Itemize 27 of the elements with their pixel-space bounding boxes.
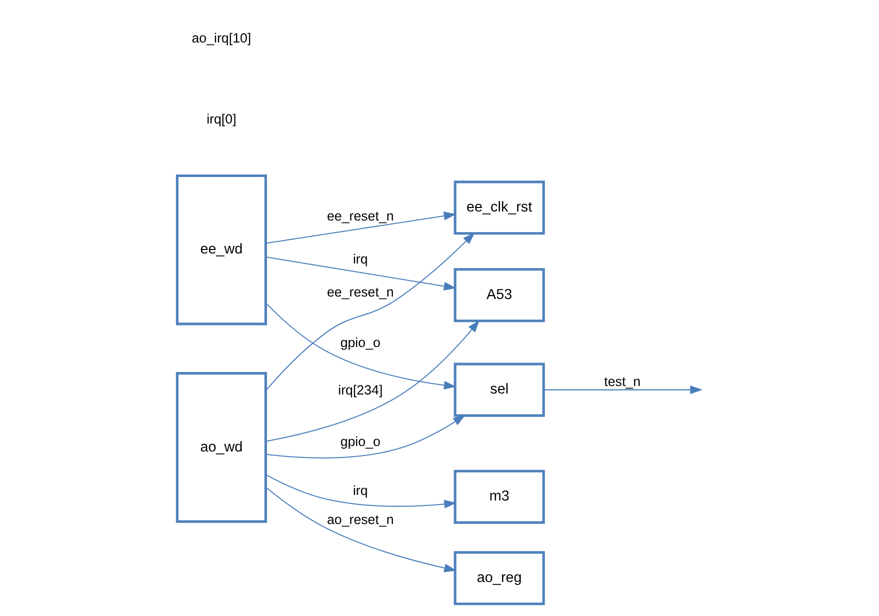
edge-label: ee_reset_n — [326, 284, 394, 300]
label: ao_irq[10] — [192, 30, 252, 45]
node-box: sel — [454, 362, 545, 416]
edge-label: test_n — [604, 374, 641, 389]
edge-label: ao_reset_n — [326, 512, 394, 527]
arrow — [266, 232, 475, 390]
edge-label: irq — [352, 251, 368, 266]
node-box: ao_wd — [176, 372, 267, 522]
node-box: m3 — [454, 469, 545, 524]
node-box: ee_clk_rst — [454, 180, 545, 234]
edge-label: irq[234] — [338, 382, 383, 397]
arrow — [266, 256, 456, 290]
edge-label: gpio_o — [340, 334, 380, 350]
node-box: A53 — [454, 268, 545, 322]
edge-label: ee_reset_n — [326, 208, 394, 223]
arrow — [266, 320, 480, 442]
arrow — [266, 486, 457, 572]
node-box: ao_reg — [454, 550, 545, 605]
edge-label: irq — [352, 482, 368, 498]
arrow — [266, 211, 456, 244]
arrow — [266, 414, 466, 458]
label: irq[0] — [206, 111, 236, 126]
node-box: ee_wd — [176, 174, 267, 325]
arrow — [266, 474, 457, 508]
arrow — [265, 302, 456, 390]
edge-label: gpio_o — [340, 433, 380, 448]
arrow — [544, 384, 703, 394]
